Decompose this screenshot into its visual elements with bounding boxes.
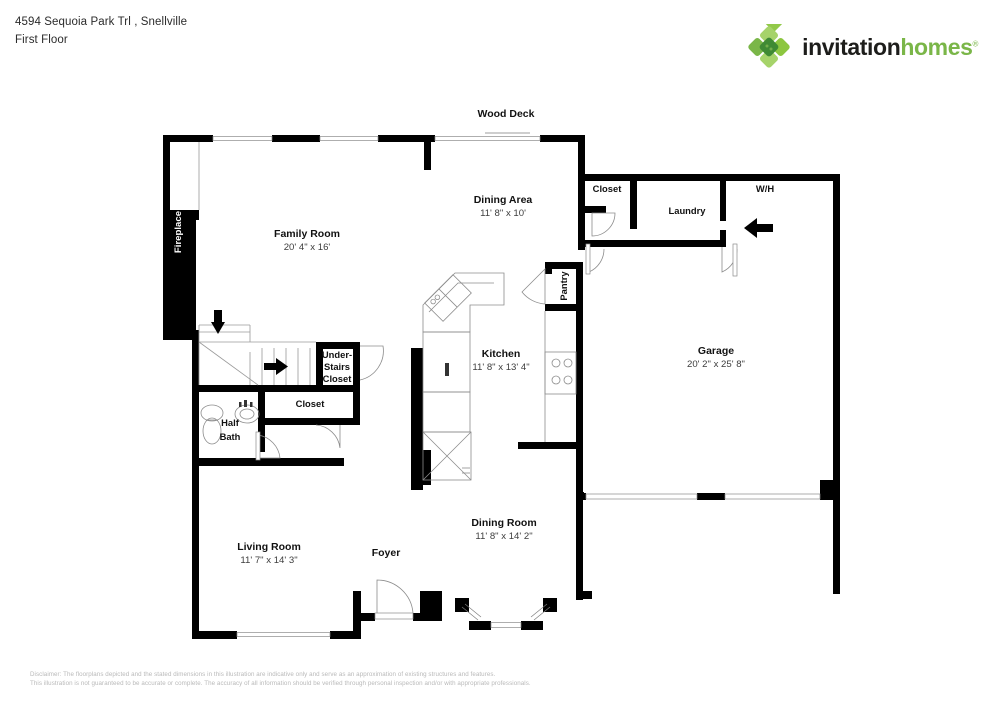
label-water-heater: W/H (756, 183, 774, 194)
brand-logo: invitationhomes® (746, 24, 978, 70)
fireplace-detail (196, 142, 200, 330)
wall-structure (163, 135, 840, 639)
invitation-homes-diamond-logo-icon (748, 24, 790, 68)
brand-word-homes: homes (900, 33, 973, 60)
label-under-stairs-closet-line3: Closet (323, 373, 352, 384)
bathroom-fixtures (200, 400, 260, 445)
dim-kitchen: 11' 8" x 13' 4" (472, 362, 529, 373)
label-wood-deck: Wood Deck (478, 108, 535, 120)
label-foyer: Foyer (372, 547, 401, 559)
label-under-stairs-closet-line2: Stairs (324, 361, 350, 372)
address-block: 4594 Sequoia Park Trl , Snellville First… (15, 14, 187, 50)
disclaimer-line-1: Disclaimer: The floorplans depicted and … (30, 671, 496, 678)
dim-dining-area: 11' 8" x 10' (480, 208, 526, 219)
label-closet-top: Closet (593, 183, 622, 194)
disclaimer-line-2: This illustration is not guaranteed to b… (30, 680, 531, 688)
floorplan-canvas: Wood Deck Family Room 20' 4" x 16' Dinin… (0, 80, 1000, 660)
dim-family-room: 20' 4" x 16' (284, 242, 331, 253)
label-pantry: Pantry (558, 271, 569, 301)
door-swings (255, 212, 738, 614)
room-labels: Wood Deck Family Room 20' 4" x 16' Dinin… (173, 108, 774, 566)
property-address: 4594 Sequoia Park Trl , Snellville (15, 16, 188, 28)
label-garage: Garage (698, 345, 734, 357)
label-family-room: Family Room (274, 228, 340, 240)
dim-living-room: 11' 7" x 14' 3" (240, 555, 297, 566)
brand-wordmark: invitationhomes® (802, 34, 978, 61)
label-dining-room: Dining Room (471, 517, 536, 529)
floor-label: First Floor (15, 33, 68, 46)
window-openings (212, 132, 821, 637)
dim-garage: 20' 2" x 25' 8" (687, 359, 745, 370)
right-arrow-icon (264, 358, 288, 375)
dim-dining-room: 11' 8" x 14' 2" (475, 531, 532, 542)
label-laundry: Laundry (669, 205, 707, 216)
staircase (198, 310, 316, 386)
label-half-bath-line1: Half (221, 417, 240, 428)
floorplan-drawing: Wood Deck Family Room 20' 4" x 16' Dinin… (163, 108, 840, 639)
brand-word-invitation: invitation (802, 33, 901, 60)
kitchen-fixtures (422, 272, 577, 481)
left-arrow-icon (744, 218, 773, 238)
label-half-bath-line2: Bath (220, 431, 241, 442)
label-fireplace: Fireplace (173, 211, 184, 253)
label-under-stairs-closet-line1: Under- (322, 349, 352, 360)
label-living-room: Living Room (237, 541, 301, 553)
page-header: 4594 Sequoia Park Trl , Snellville First… (0, 0, 1000, 80)
disclaimer-block: Disclaimer: The floorplans depicted and … (30, 670, 970, 689)
brand-trademark: ® (972, 38, 979, 48)
label-kitchen: Kitchen (482, 348, 521, 360)
label-closet-mid: Closet (296, 398, 325, 409)
label-dining-area: Dining Area (474, 194, 533, 206)
down-arrow-icon (211, 310, 225, 334)
